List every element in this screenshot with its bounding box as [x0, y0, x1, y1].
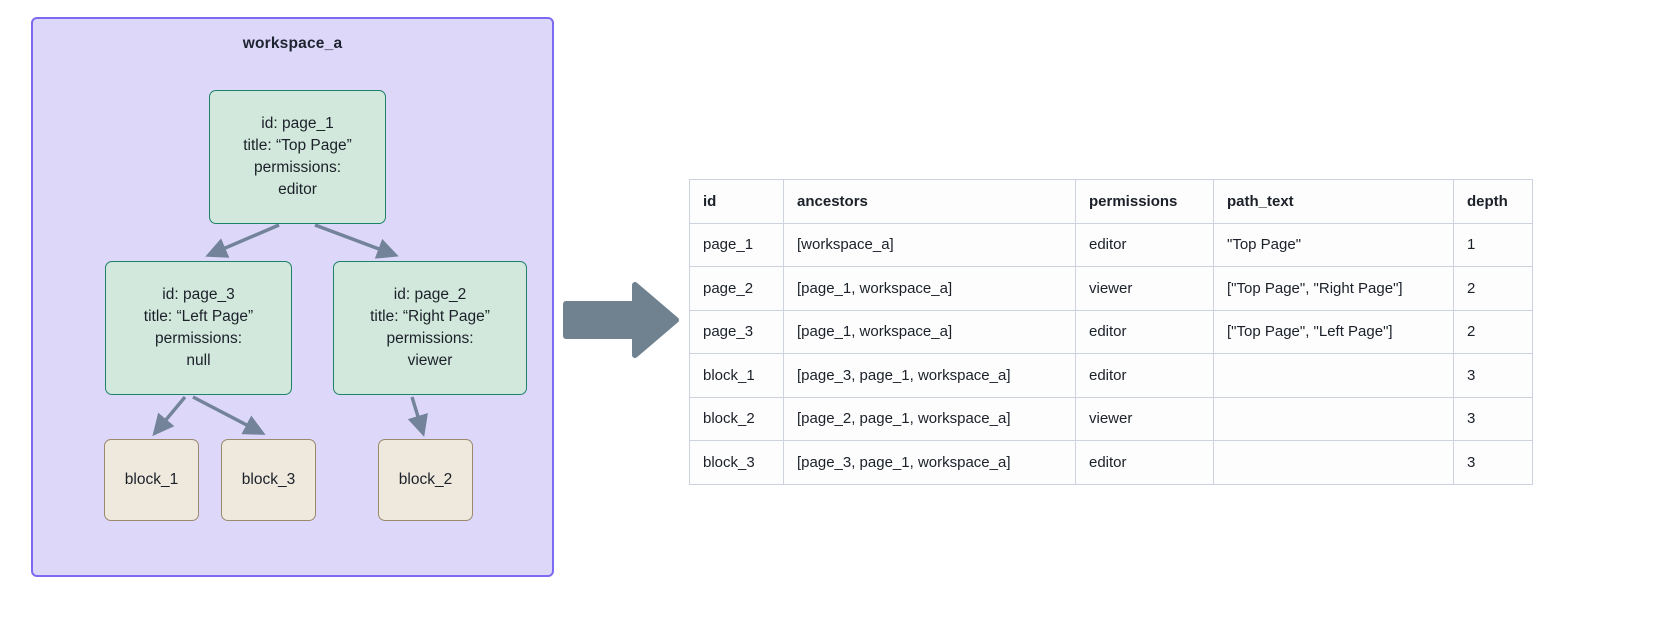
cell-id: block_2	[689, 396, 784, 441]
cell-path-text: ["Top Page", "Left Page"]	[1213, 309, 1454, 354]
cell-ancestors: [workspace_a]	[783, 222, 1076, 267]
node-page-1-title: title: “Top Page”	[243, 137, 352, 154]
cell-path-text: "Top Page"	[1213, 222, 1454, 267]
cell-ancestors: [page_1, workspace_a]	[783, 266, 1076, 311]
table-row: page_2 [page_1, workspace_a] viewer ["To…	[689, 266, 1533, 311]
col-header-depth: depth	[1453, 179, 1533, 224]
cell-permissions: editor	[1075, 353, 1214, 398]
cell-ancestors: [page_2, page_1, workspace_a]	[783, 396, 1076, 441]
col-header-id: id	[689, 179, 784, 224]
workspace-title: workspace_a	[242, 35, 343, 52]
node-page-2-title: title: “Right Page”	[370, 308, 490, 325]
cell-id: page_2	[689, 266, 784, 311]
node-page-1-perm-label: permissions:	[254, 159, 341, 176]
table-row: page_3 [page_1, workspace_a] editor ["To…	[689, 309, 1533, 354]
edge-page3-block3	[192, 395, 266, 435]
table-row: block_3 [page_3, page_1, workspace_a] ed…	[689, 440, 1533, 485]
node-block-3[interactable]: block_3	[221, 439, 316, 521]
cell-id: block_3	[689, 440, 784, 485]
cell-depth: 3	[1453, 440, 1533, 485]
cell-id: page_1	[689, 222, 784, 267]
cell-path-text: ["Top Page", "Right Page"]	[1213, 266, 1454, 311]
cell-depth: 2	[1453, 266, 1533, 311]
node-page-2[interactable]: id: page_2 title: “Right Page” permissio…	[333, 261, 527, 395]
edge-page3-block1	[152, 395, 187, 437]
cell-depth: 3	[1453, 353, 1533, 398]
node-page-2-id: id: page_2	[393, 286, 467, 303]
edge-page2-block2	[407, 396, 428, 437]
table-header-row: id ancestors permissions path_text depth	[689, 179, 1533, 224]
workspace-container: workspace_a id: page_1 title: “Top Page”…	[31, 17, 554, 577]
cell-ancestors: [page_3, page_1, workspace_a]	[783, 440, 1076, 485]
node-page-2-perm-label: permissions:	[386, 330, 474, 347]
col-header-permissions: permissions	[1075, 179, 1214, 224]
cell-permissions: viewer	[1075, 266, 1214, 311]
cell-path-text	[1213, 396, 1454, 441]
cell-depth: 3	[1453, 396, 1533, 441]
node-page-1-perm-value: editor	[278, 181, 317, 198]
cell-path-text	[1213, 353, 1454, 398]
node-block-2-label: block_2	[398, 471, 453, 488]
node-page-1[interactable]: id: page_1 title: “Top Page” permissions…	[209, 90, 386, 224]
node-page-3-id: id: page_3	[162, 286, 235, 303]
table-row: block_2 [page_2, page_1, workspace_a] vi…	[689, 396, 1533, 441]
node-block-2[interactable]: block_2	[378, 439, 473, 521]
table-row: block_1 [page_3, page_1, workspace_a] ed…	[689, 353, 1533, 398]
cell-depth: 2	[1453, 309, 1533, 354]
node-block-1[interactable]: block_1	[104, 439, 199, 521]
node-block-1-label: block_1	[124, 471, 179, 488]
right-arrow-icon	[563, 282, 679, 358]
cell-ancestors: [page_1, workspace_a]	[783, 309, 1076, 354]
node-page-1-id: id: page_1	[261, 115, 334, 132]
cell-id: block_1	[689, 353, 784, 398]
edge-page1-page3	[205, 223, 280, 258]
cell-permissions: editor	[1075, 440, 1214, 485]
cell-permissions: viewer	[1075, 396, 1214, 441]
cell-permissions: editor	[1075, 222, 1214, 267]
cell-permissions: editor	[1075, 309, 1214, 354]
col-header-ancestors: ancestors	[783, 179, 1076, 224]
cell-path-text	[1213, 440, 1454, 485]
node-page-3-title: title: “Left Page”	[143, 308, 254, 325]
result-table-container: id ancestors permissions path_text depth…	[689, 179, 1533, 485]
result-table: id ancestors permissions path_text depth…	[689, 179, 1533, 485]
node-page-3-perm-value: null	[186, 352, 211, 369]
node-block-3-label: block_3	[241, 471, 296, 488]
cell-id: page_3	[689, 309, 784, 354]
node-page-3[interactable]: id: page_3 title: “Left Page” permission…	[105, 261, 292, 395]
edge-page1-page2	[314, 223, 399, 259]
table-row: page_1 [workspace_a] editor "Top Page" 1	[689, 222, 1533, 267]
cell-depth: 1	[1453, 222, 1533, 267]
col-header-path-text: path_text	[1213, 179, 1454, 224]
node-page-2-perm-value: viewer	[407, 352, 453, 369]
cell-ancestors: [page_3, page_1, workspace_a]	[783, 353, 1076, 398]
node-page-3-perm-label: permissions:	[155, 330, 242, 347]
